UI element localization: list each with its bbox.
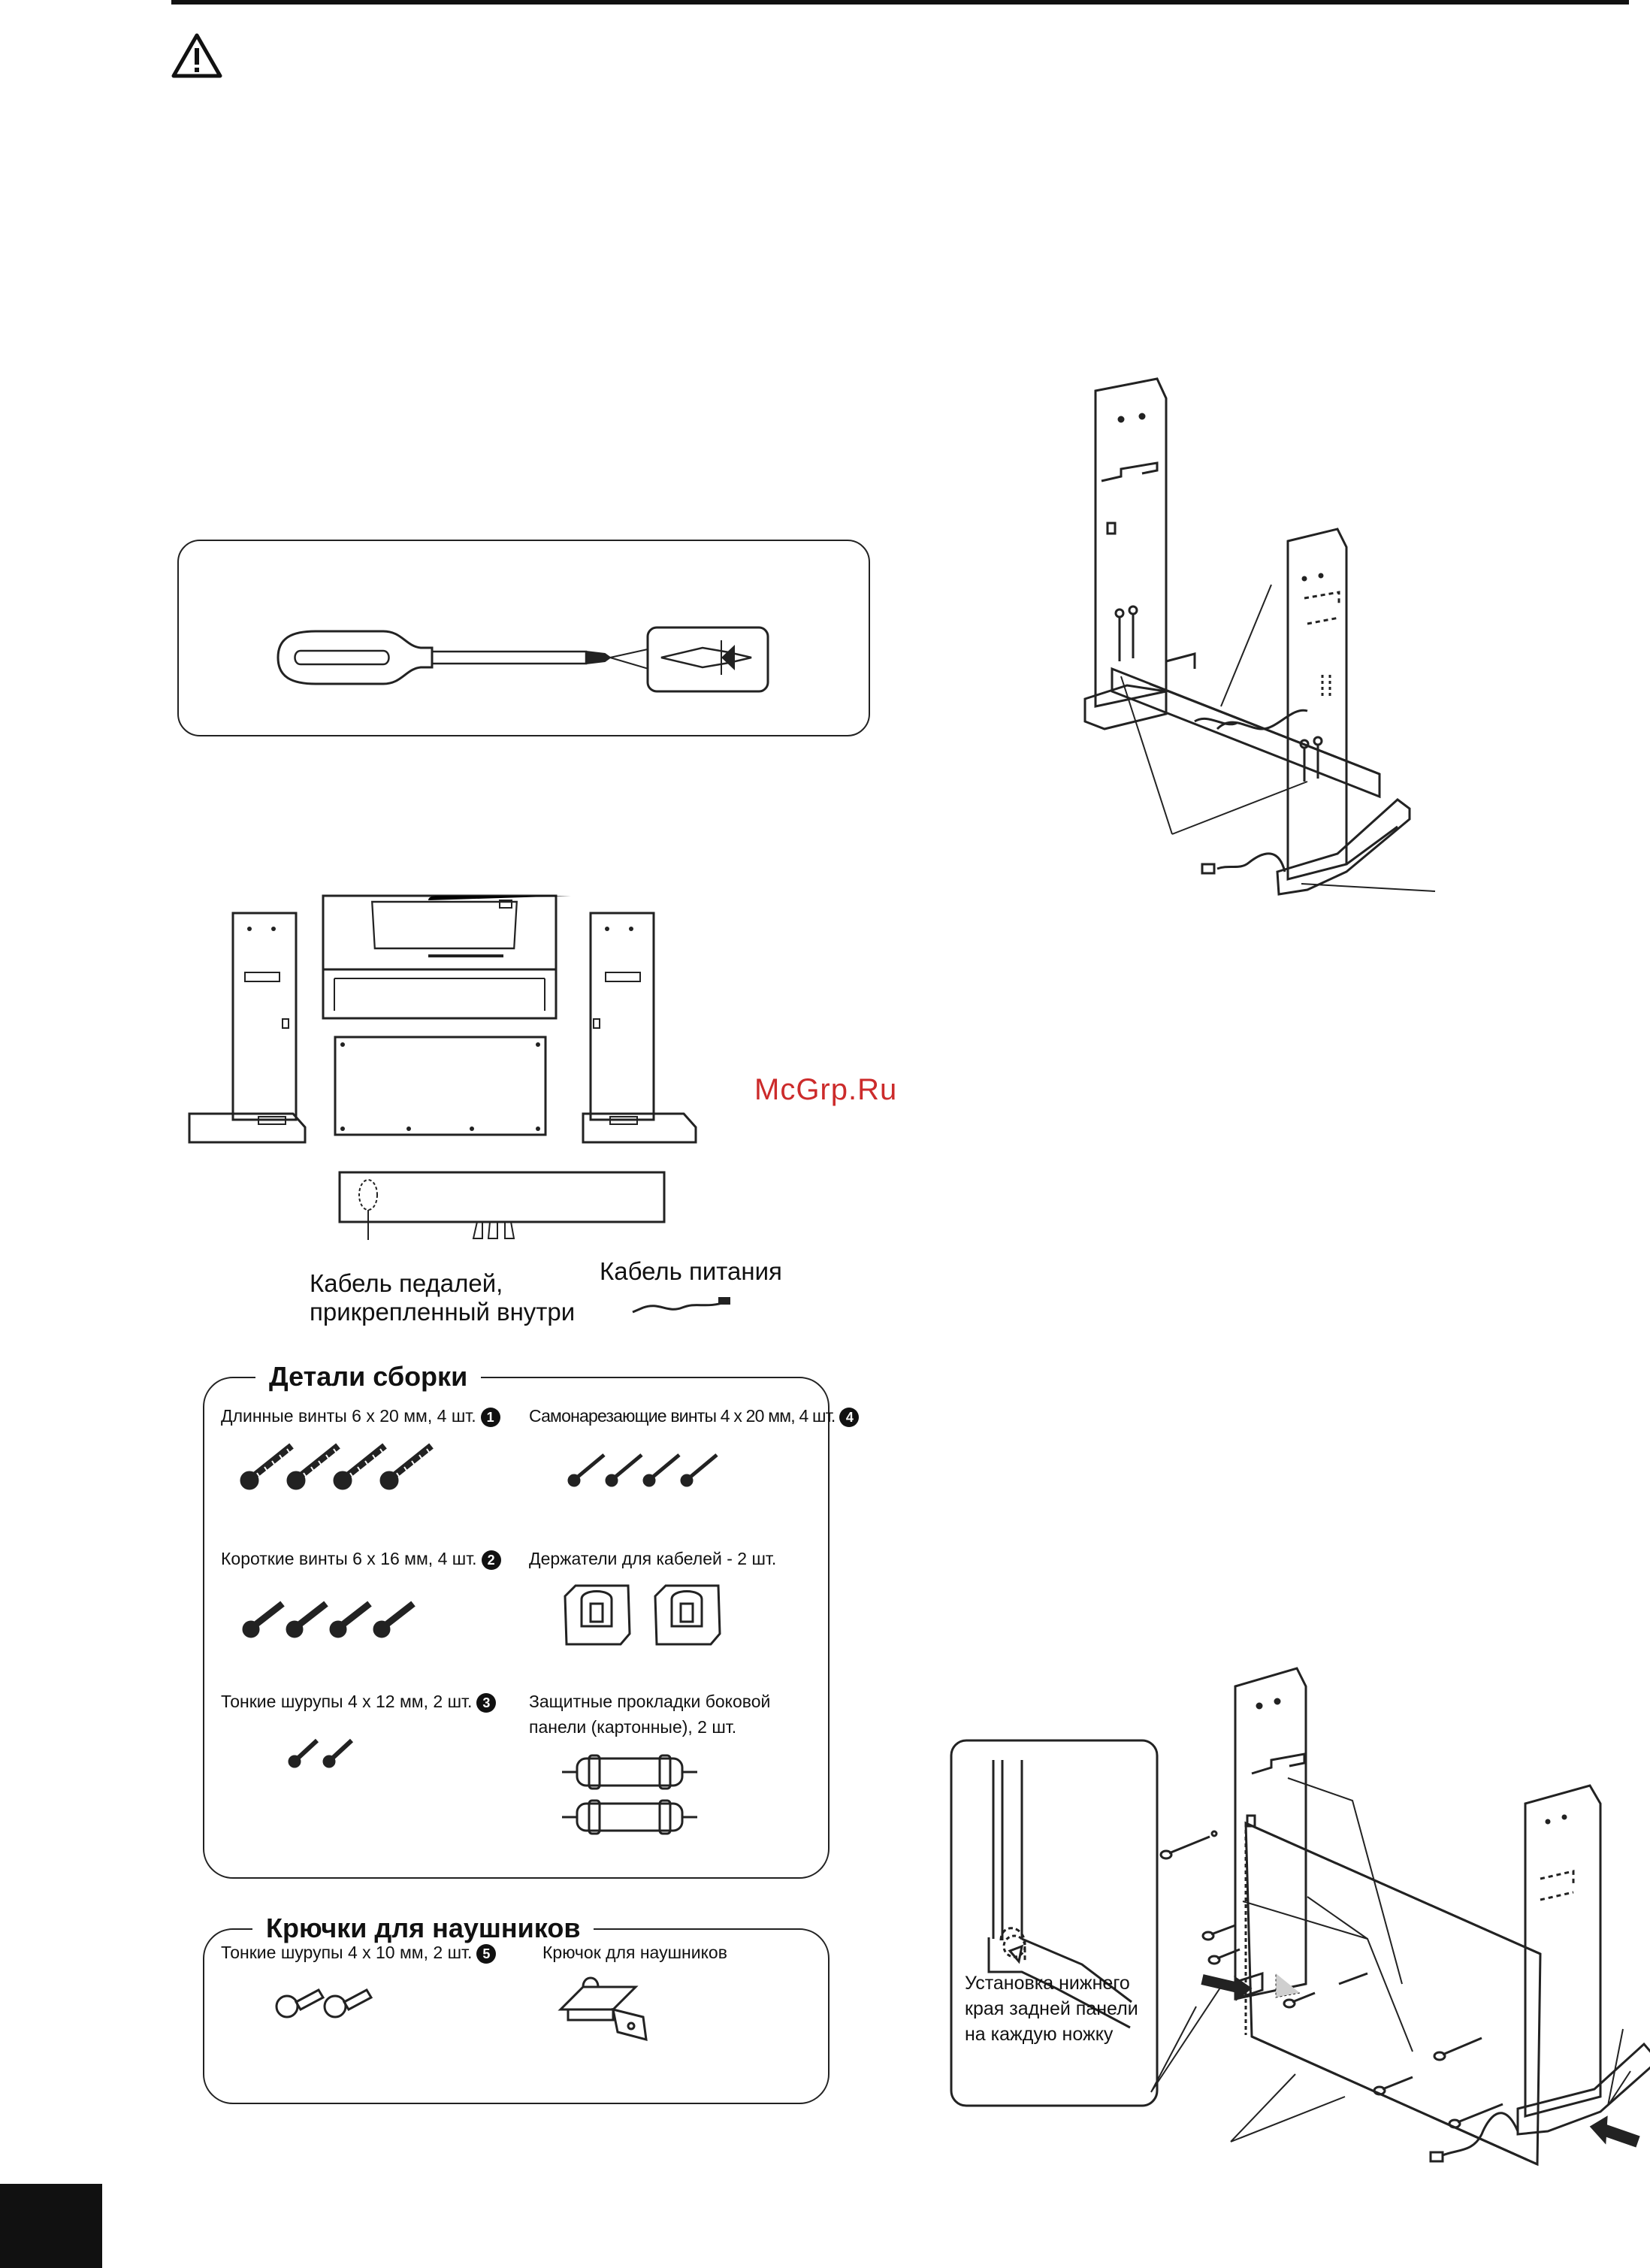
inset-caption-line3: на каждую ножку [965, 2024, 1114, 2045]
stand-assembly-illustration [1083, 377, 1436, 896]
parts-item-self-tapping-screws: Самонарезающие винты 4 x 20 мм, 4 шт.4 [529, 1405, 860, 1427]
page-tab [0, 2184, 102, 2268]
pedal-cable-label-line2: прикрепленный внутри [310, 1298, 576, 1326]
inset-caption-line1: Установка нижнего [965, 1973, 1130, 1994]
power-cable-icon [632, 1297, 730, 1314]
cable-holders-icon [564, 1584, 721, 1646]
protective-pads-icon [562, 1754, 697, 1835]
hooks-item-headphone-hook: Крючок для наушников [542, 1943, 727, 1962]
long-screws-icon [240, 1443, 434, 1490]
step-badge: 4 [839, 1407, 860, 1427]
headphone-hooks-panel: Крючки для наушников [203, 1913, 830, 2104]
parts-item-thin-screws: Тонкие шурупы 4 x 12 мм, 2 шт.3 [221, 1691, 497, 1713]
screwdriver-illustration [277, 626, 769, 693]
thin-screws-icon [288, 1738, 354, 1768]
step-badge: 3 [476, 1692, 497, 1713]
parts-item-short-screws: Короткие винты 6 x 16 мм, 4 шт.2 [221, 1548, 501, 1570]
assembly-parts-title: Детали сборки [255, 1362, 482, 1392]
headphone-hooks-title: Крючки для наушников [252, 1913, 594, 1943]
step-badge: 2 [481, 1550, 501, 1570]
watermark: McGrp.Ru [754, 1073, 898, 1106]
hook-screws-icon [275, 1988, 373, 2019]
inset-caption-line2: края задней панели [965, 1998, 1138, 2019]
headphone-hook-icon [558, 1976, 648, 2042]
tool-panel [177, 540, 870, 736]
step-badge: 5 [476, 1943, 497, 1964]
power-cable-label: Кабель питания [600, 1257, 782, 1285]
parts-item-protective-pads-line1: Защитные прокладки боковой [529, 1692, 771, 1711]
parts-item-protective-pads-line2: панели (картонные), 2 шт. [529, 1717, 737, 1737]
assembly-parts-panel: Детали сборки [203, 1362, 830, 1879]
parts-item-cable-holders: Держатели для кабелей - 2 шт. [529, 1549, 777, 1568]
self-tapping-screws-icon [567, 1453, 718, 1487]
hooks-item-thin-screws: Тонкие шурупы 4 x 10 мм, 2 шт.5 [221, 1942, 497, 1964]
components-illustration [188, 894, 697, 1240]
short-screws-icon [242, 1601, 416, 1638]
header-rule [171, 0, 1629, 5]
step-badge: 1 [480, 1407, 500, 1427]
warning-icon [171, 33, 222, 78]
pedal-cable-label-line1: Кабель педалей, [310, 1269, 503, 1297]
back-panel-assembly-illustration [950, 1667, 1650, 2167]
parts-item-long-screws: Длинные винты 6 x 20 мм, 4 шт.1 [221, 1405, 500, 1427]
